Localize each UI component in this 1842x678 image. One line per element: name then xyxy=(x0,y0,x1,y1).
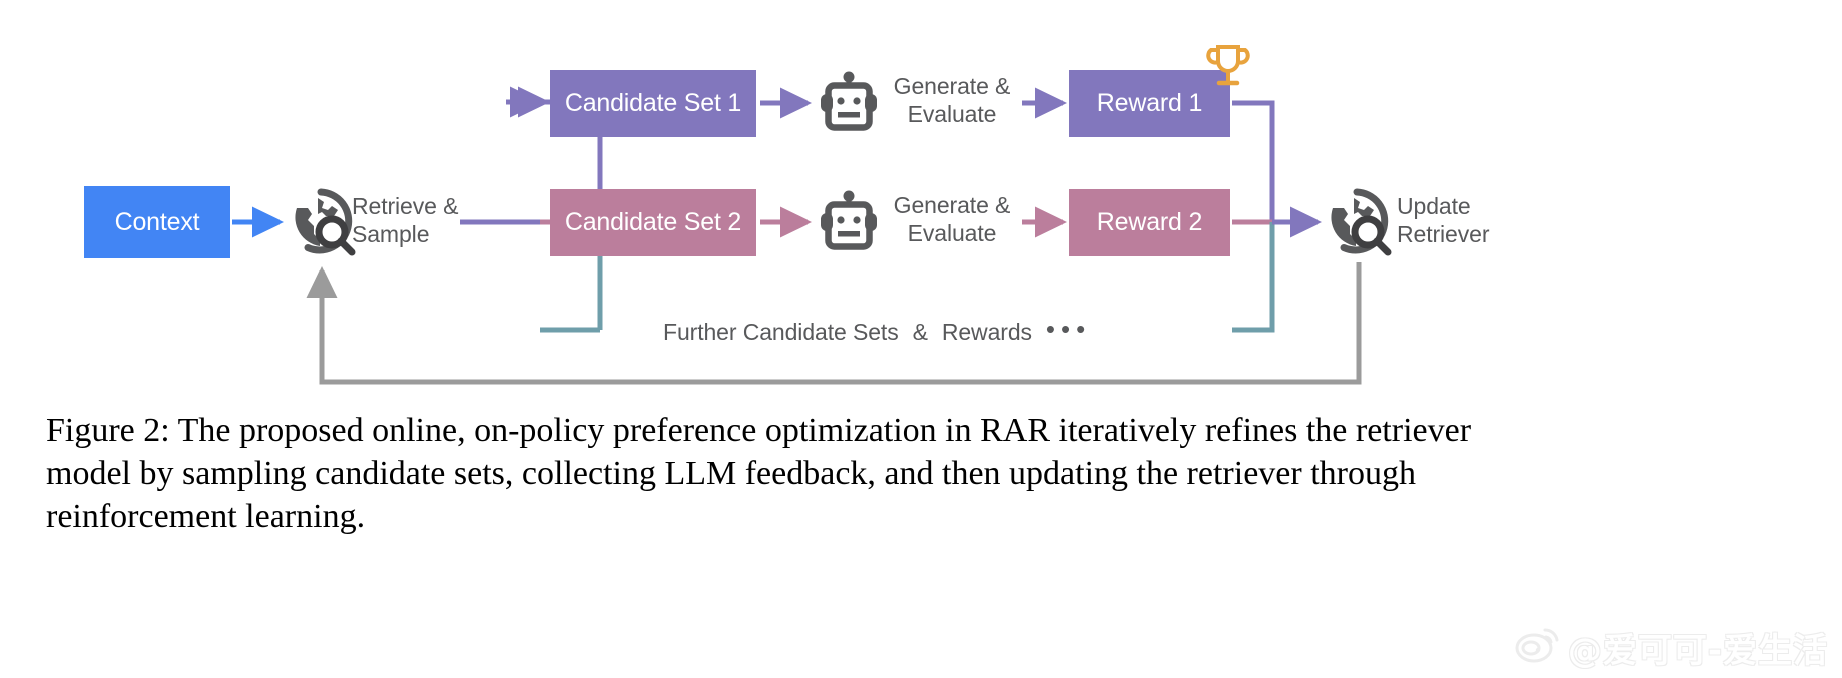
further-prefix-text: Further Candidate Sets xyxy=(663,319,899,345)
weibo-watermark: @爱可可-爱生活 xyxy=(1514,623,1828,672)
return-further-to-update xyxy=(1232,222,1275,333)
globe-search-icon xyxy=(1324,188,1394,258)
weibo-eye-icon xyxy=(1514,625,1560,670)
robot-icon xyxy=(814,68,884,138)
label-update-retriever: Update Retriever xyxy=(1397,193,1490,248)
node-candidate-set-1[interactable]: Candidate Set 1 xyxy=(550,70,756,137)
node-reward-1[interactable]: Reward 1 xyxy=(1069,70,1230,137)
label-further-candidate-sets-rewards: Further Candidate Sets&Rewards ••• xyxy=(663,314,1091,346)
watermark-handle: @爱可可-爱生活 xyxy=(1567,631,1828,671)
further-suffix-text: Rewards xyxy=(941,319,1032,345)
robot-icon xyxy=(814,187,884,257)
node-reward-2[interactable]: Reward 2 xyxy=(1069,189,1230,256)
label-retrieve-and-sample: Retrieve & Sample xyxy=(352,193,459,248)
node-context[interactable]: Context xyxy=(84,186,230,258)
further-ampersand: & xyxy=(912,319,928,345)
return-reward1-to-update xyxy=(1232,100,1275,222)
node-candidate-set-2[interactable]: Candidate Set 2 xyxy=(550,189,756,256)
ellipsis-dots: ••• xyxy=(1045,314,1092,344)
trophy-icon xyxy=(1205,42,1251,92)
globe-search-icon xyxy=(288,188,358,258)
feedback-loop-arrow xyxy=(306,262,1362,385)
label-generate-evaluate-2: Generate & Evaluate xyxy=(893,192,1011,247)
figure-caption: Figure 2: The proposed online, on-policy… xyxy=(46,412,1472,535)
label-generate-evaluate-1: Generate & Evaluate xyxy=(893,73,1011,128)
